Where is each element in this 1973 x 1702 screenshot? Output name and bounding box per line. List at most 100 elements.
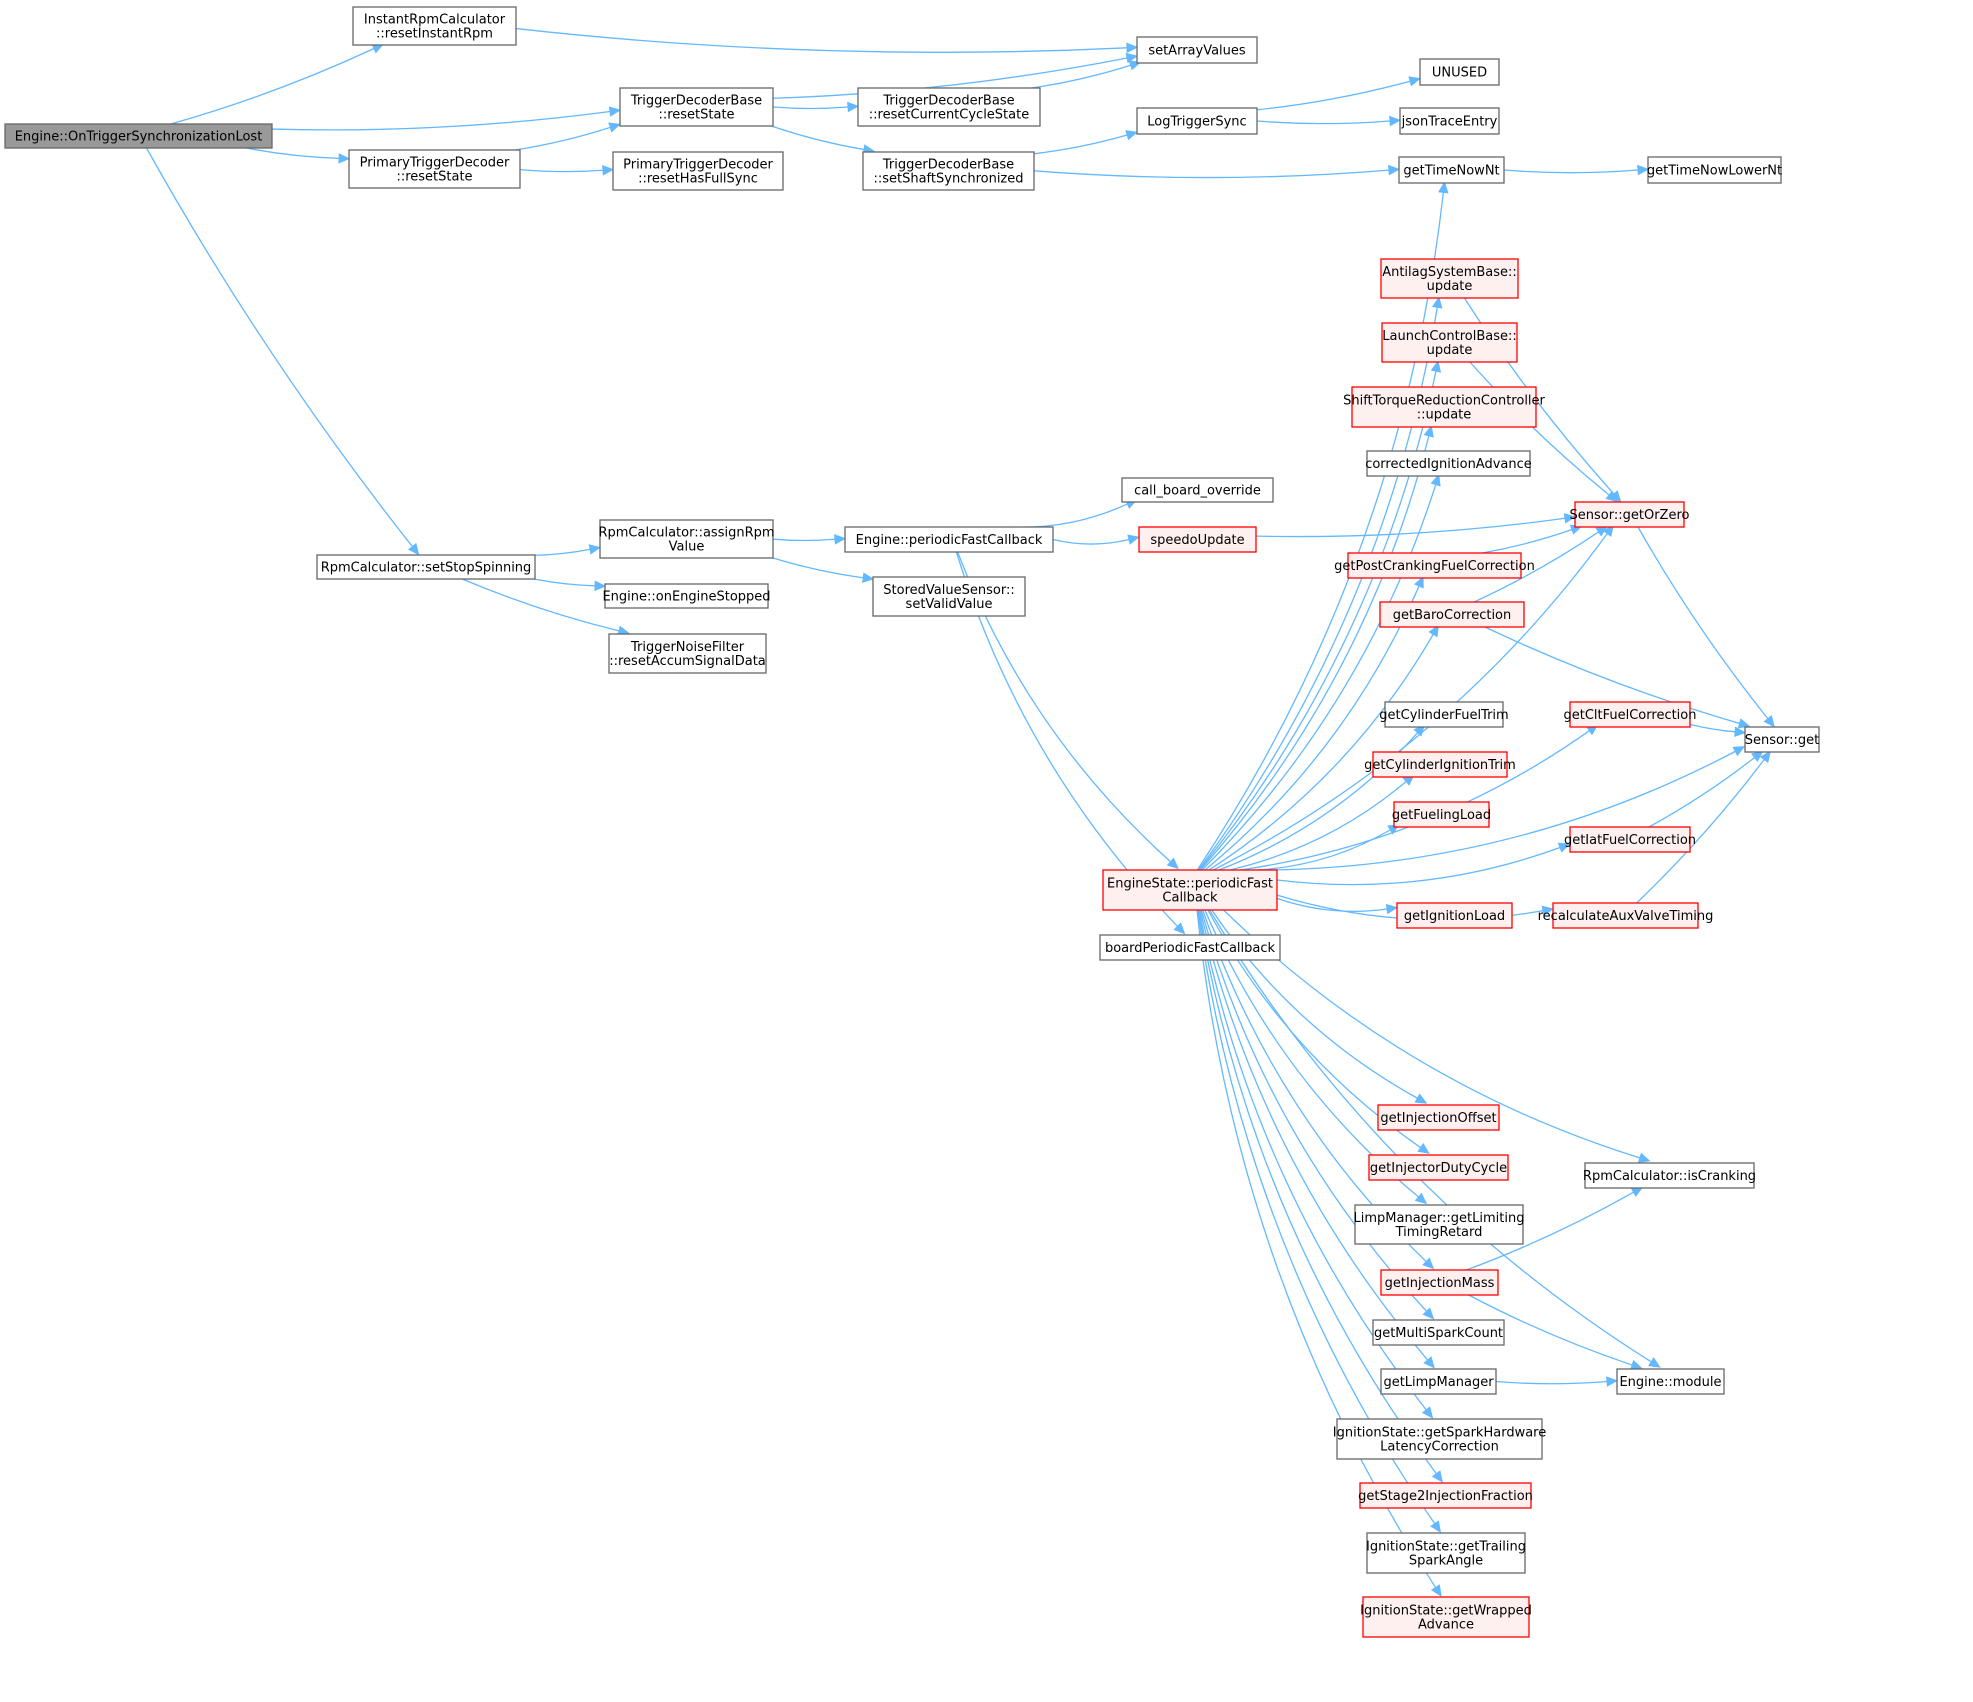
node-primarytriggerdecoder-resetstate[interactable]: PrimaryTriggerDecoder::resetState bbox=[348, 149, 521, 189]
node-box[interactable] bbox=[1354, 1204, 1524, 1245]
node-box[interactable] bbox=[599, 519, 774, 559]
node-box[interactable] bbox=[872, 576, 1026, 617]
node-call-board-override[interactable]: call_board_override bbox=[1121, 477, 1274, 503]
node-getfuelingload[interactable]: getFuelingLoad bbox=[1392, 801, 1491, 828]
node-rpmcalculator-setstopspinning[interactable]: RpmCalculator::setStopSpinning bbox=[316, 554, 536, 580]
node-getstage2injectionfraction[interactable]: getStage2InjectionFraction bbox=[1358, 1482, 1533, 1509]
node-getpostcrankingfuelcorrection[interactable]: getPostCrankingFuelCorrection bbox=[1334, 552, 1535, 579]
node-box[interactable] bbox=[1419, 58, 1500, 86]
node-getcylinderfueltrim[interactable]: getCylinderFuelTrim bbox=[1379, 701, 1509, 728]
node-box[interactable] bbox=[1574, 501, 1685, 528]
node-box[interactable] bbox=[1393, 801, 1490, 828]
node-box[interactable] bbox=[862, 151, 1035, 191]
node-logtriggersync[interactable]: LogTriggerSync bbox=[1136, 107, 1258, 135]
node-box[interactable] bbox=[1366, 450, 1531, 477]
node-box[interactable] bbox=[4, 123, 273, 149]
node-box[interactable] bbox=[1744, 726, 1820, 753]
node-launchcontrolbase-update[interactable]: LaunchControlBase::update bbox=[1381, 322, 1518, 363]
node-box[interactable] bbox=[1368, 1154, 1509, 1181]
node-box[interactable] bbox=[1552, 902, 1699, 929]
node-box[interactable] bbox=[1099, 934, 1281, 961]
node-box[interactable] bbox=[1380, 1269, 1499, 1296]
node-box[interactable] bbox=[844, 526, 1054, 553]
node-box[interactable] bbox=[1336, 1418, 1543, 1460]
node-primarytriggerdecoder-resethasfullsync[interactable]: PrimaryTriggerDecoder::resetHasFullSync bbox=[612, 151, 784, 191]
node-instantrpmcalculator-resetinstantrpm[interactable]: InstantRpmCalculator::resetInstantRpm bbox=[352, 6, 517, 46]
node-engine-onenginestopped[interactable]: Engine::onEngineStopped bbox=[602, 583, 771, 609]
node-correctedignitionadvance[interactable]: correctedIgnitionAdvance bbox=[1365, 450, 1532, 477]
node-box[interactable] bbox=[316, 554, 536, 580]
node-box[interactable] bbox=[1347, 552, 1522, 579]
node-getinjectionoffset[interactable]: getInjectionOffset bbox=[1377, 1104, 1500, 1131]
node-triggerdecoderbase-setshaftsynchronized[interactable]: TriggerDecoderBase::setShaftSynchronized bbox=[862, 151, 1035, 191]
node-box[interactable] bbox=[1362, 1596, 1530, 1638]
node-jsontraceentry[interactable]: jsonTraceEntry bbox=[1399, 107, 1500, 135]
node-box[interactable] bbox=[1102, 869, 1278, 911]
node-box[interactable] bbox=[608, 633, 767, 674]
node-boardperiodicfastcallback[interactable]: boardPeriodicFastCallback bbox=[1099, 934, 1281, 961]
node-sensor-get[interactable]: Sensor::get bbox=[1744, 726, 1820, 753]
node-rpmcalculator-iscranking[interactable]: RpmCalculator::isCranking bbox=[1583, 1162, 1756, 1189]
node-box[interactable] bbox=[1569, 826, 1691, 853]
node-box[interactable] bbox=[1616, 1368, 1725, 1395]
node-box[interactable] bbox=[619, 87, 774, 127]
node-box[interactable] bbox=[1379, 601, 1525, 628]
node-box[interactable] bbox=[1138, 526, 1257, 553]
node-box[interactable] bbox=[1569, 701, 1691, 728]
node-triggerdecoderbase-resetstate[interactable]: TriggerDecoderBase::resetState bbox=[619, 87, 774, 127]
node-box[interactable] bbox=[1351, 386, 1537, 428]
node-enginestate-periodicfastcallback[interactable]: EngineState::periodicFastCallback bbox=[1102, 869, 1278, 911]
node-box[interactable] bbox=[1381, 322, 1518, 363]
node-box[interactable] bbox=[1647, 156, 1782, 184]
node-box[interactable] bbox=[1377, 1104, 1500, 1131]
node-box[interactable] bbox=[352, 6, 517, 46]
node-ignitionstate-getsparkhardwarelatencycorrection[interactable]: IgnitionState::getSparkHardwareLatencyCo… bbox=[1333, 1418, 1546, 1460]
node-box[interactable] bbox=[1384, 701, 1504, 728]
node-getmultisparkcount[interactable]: getMultiSparkCount bbox=[1372, 1319, 1505, 1346]
node-getcylinderignitiontrim[interactable]: getCylinderIgnitionTrim bbox=[1364, 751, 1516, 778]
node-speedoupdate[interactable]: speedoUpdate bbox=[1138, 526, 1257, 553]
node-shifttorquereductioncontroller-update[interactable]: ShiftTorqueReductionController::update bbox=[1343, 386, 1546, 428]
node-box[interactable] bbox=[1366, 1532, 1526, 1574]
node-box[interactable] bbox=[857, 87, 1041, 127]
node-box[interactable] bbox=[1380, 258, 1519, 299]
node-box[interactable] bbox=[1372, 751, 1508, 778]
node-antilagsystembase-update[interactable]: AntilagSystemBase::update bbox=[1380, 258, 1519, 299]
node-box[interactable] bbox=[1398, 156, 1505, 184]
node-getignitionload[interactable]: getIgnitionLoad bbox=[1396, 902, 1513, 929]
node-box[interactable] bbox=[1121, 477, 1274, 503]
node-engine-periodicfastcallback[interactable]: Engine::periodicFastCallback bbox=[844, 526, 1054, 553]
node-getinjectordutycycle[interactable]: getInjectorDutyCycle bbox=[1368, 1154, 1509, 1181]
node-box[interactable] bbox=[1136, 36, 1258, 64]
node-box[interactable] bbox=[1136, 107, 1258, 135]
node-box[interactable] bbox=[1359, 1482, 1532, 1509]
node-engine-module[interactable]: Engine::module bbox=[1616, 1368, 1725, 1395]
node-getbarocorrection[interactable]: getBaroCorrection bbox=[1379, 601, 1525, 628]
node-box[interactable] bbox=[1380, 1368, 1497, 1395]
node-recalculateauxvalvetiming[interactable]: recalculateAuxValveTiming bbox=[1538, 902, 1714, 929]
node-getlimpmanager[interactable]: getLimpManager bbox=[1380, 1368, 1497, 1395]
node-box[interactable] bbox=[1372, 1319, 1505, 1346]
node-box[interactable] bbox=[1396, 902, 1513, 929]
node-getinjectionmass[interactable]: getInjectionMass bbox=[1380, 1269, 1499, 1296]
node-setarrayvalues[interactable]: setArrayValues bbox=[1136, 36, 1258, 64]
node-box[interactable] bbox=[1399, 107, 1500, 135]
node-gettimenownt[interactable]: getTimeNowNt bbox=[1398, 156, 1505, 184]
node-triggerdecoderbase-resetcurrentcyclestate[interactable]: TriggerDecoderBase::resetCurrentCycleSta… bbox=[857, 87, 1041, 127]
node-triggernoisefilter-resetaccumsignaldata[interactable]: TriggerNoiseFilter::resetAccumSignalData bbox=[608, 633, 767, 674]
node-getcltfuelcorrection[interactable]: getCltFuelCorrection bbox=[1563, 701, 1697, 728]
node-unused[interactable]: UNUSED bbox=[1419, 58, 1500, 86]
node-box[interactable] bbox=[604, 583, 769, 609]
node-engine-ontriggersynchronizationlost[interactable]: Engine::OnTriggerSynchronizationLost bbox=[4, 123, 273, 149]
node-storedvaluesensor-setvalidvalue[interactable]: StoredValueSensor::setValidValue bbox=[872, 576, 1026, 617]
node-gettimenowlowernt[interactable]: getTimeNowLowerNt bbox=[1647, 156, 1782, 184]
node-box[interactable] bbox=[612, 151, 784, 191]
node-sensor-getorzero[interactable]: Sensor::getOrZero bbox=[1570, 501, 1690, 528]
node-box[interactable] bbox=[1584, 1162, 1755, 1189]
node-getiatfuelcorrection[interactable]: getIatFuelCorrection bbox=[1564, 826, 1696, 853]
node-box[interactable] bbox=[348, 149, 521, 189]
